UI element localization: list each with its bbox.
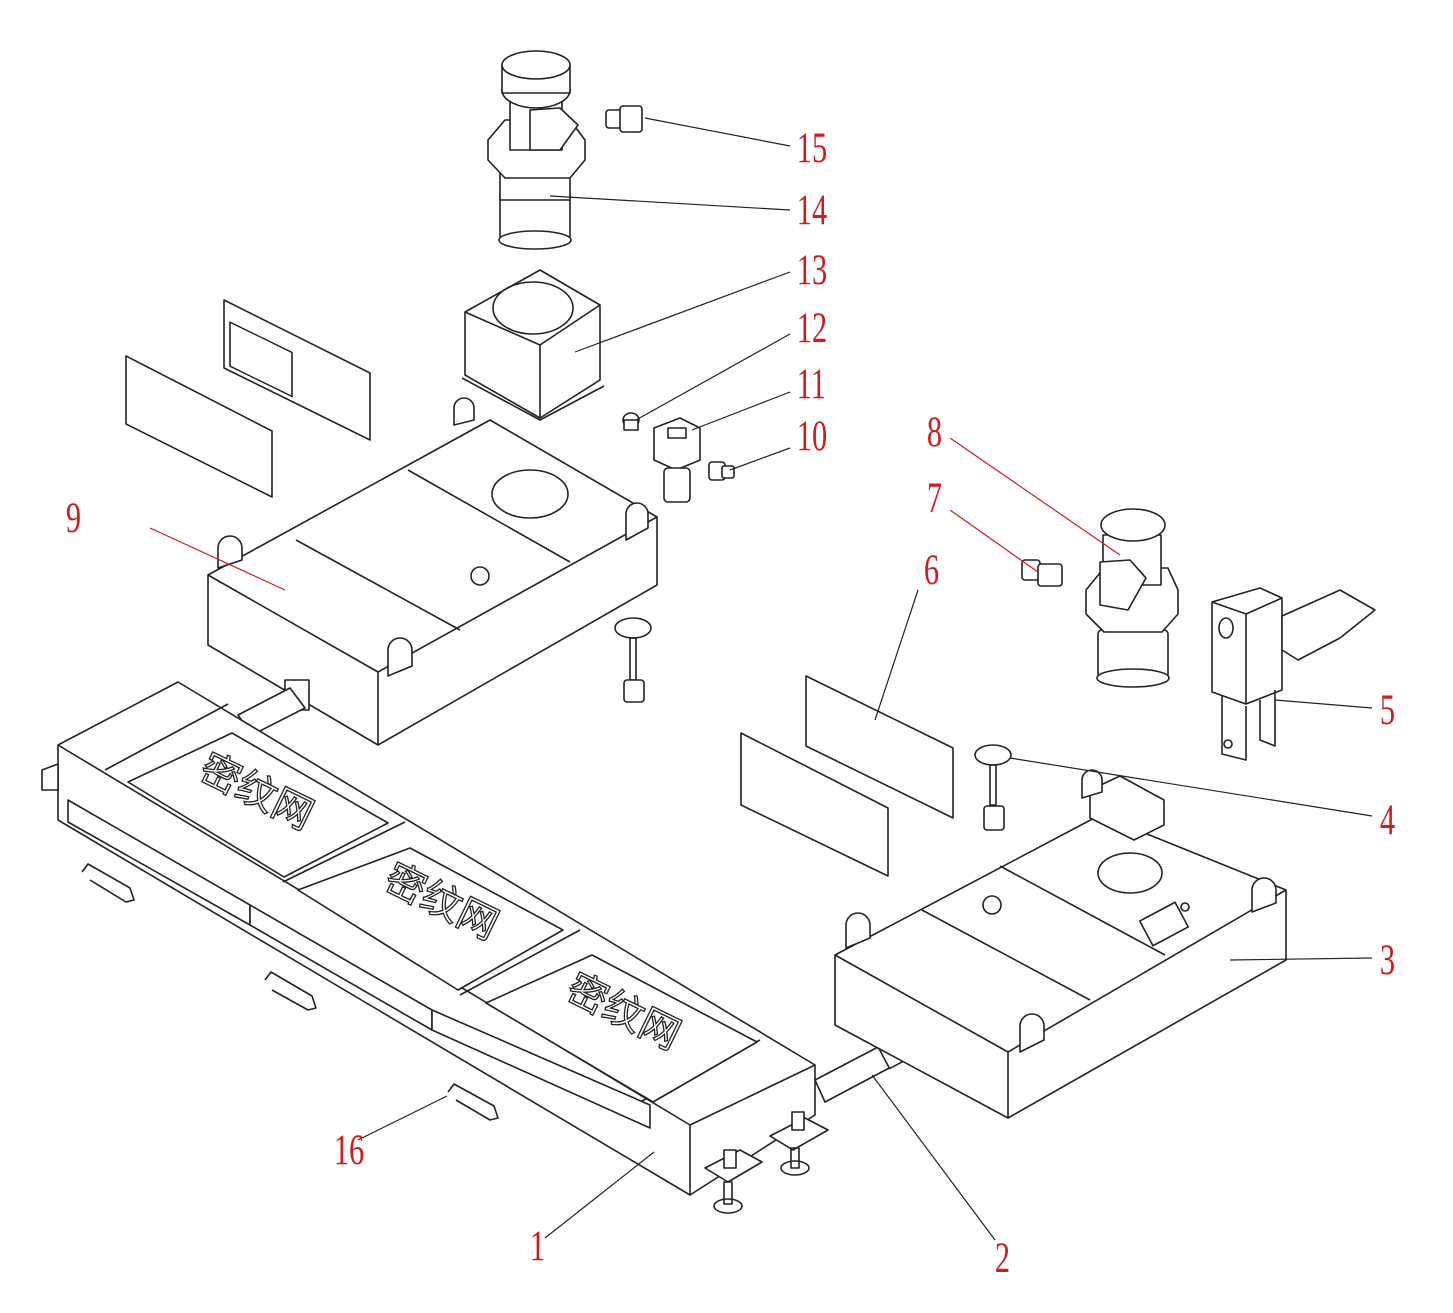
filter-screen-left-rear [223, 299, 371, 441]
callout-5: 5 [1380, 686, 1395, 735]
callout-16: 16 [334, 1126, 364, 1175]
callout-15: 15 [797, 124, 827, 173]
main-trough-part-1 [41, 681, 816, 1196]
callout-9: 9 [66, 494, 81, 543]
handle-part-16-c [447, 1083, 499, 1121]
handle-part-16-b [264, 971, 317, 1011]
leveling-foot-b [769, 1111, 829, 1176]
callout-11: 11 [797, 360, 826, 409]
electrical-box-part-5 [1211, 587, 1376, 761]
filter-part-11 [653, 417, 701, 503]
callout-3: 3 [1380, 936, 1395, 985]
pump-motor-part-14 [487, 50, 586, 250]
leader-lines [149, 117, 1373, 1241]
callout-6: 6 [924, 546, 939, 595]
fitting-part-15 [605, 105, 643, 133]
pump-motor-part-8 [1085, 508, 1179, 688]
leveling-foot-a [704, 1149, 763, 1214]
callout-4: 4 [1380, 796, 1395, 845]
callout-1: 1 [530, 1222, 545, 1271]
float-switch-part-4 [974, 744, 1012, 831]
callout-13: 13 [797, 246, 827, 295]
callout-8: 8 [927, 408, 942, 457]
plug-part-12 [622, 412, 640, 431]
filter-screen-right-front [740, 732, 889, 877]
callout-12: 12 [797, 304, 827, 353]
tank-box-part-9 [207, 397, 658, 746]
callout-numbers: 15 14 13 12 11 10 9 8 7 6 5 4 3 16 1 2 [66, 124, 1395, 1283]
fitting-part-7 [1021, 559, 1063, 587]
fitting-part-10 [708, 461, 735, 481]
adapter-frame-part-13 [461, 269, 605, 421]
callout-7: 7 [927, 474, 942, 523]
callout-14: 14 [797, 186, 828, 235]
callout-2: 2 [995, 1234, 1010, 1283]
filter-screen-right-rear [805, 675, 954, 819]
callout-10: 10 [797, 412, 827, 461]
tank-box-part-3 [834, 769, 1287, 1119]
filter-screen-left-front [125, 355, 273, 498]
handle-part-16-a [81, 863, 135, 903]
float-switch-upper [614, 617, 652, 703]
